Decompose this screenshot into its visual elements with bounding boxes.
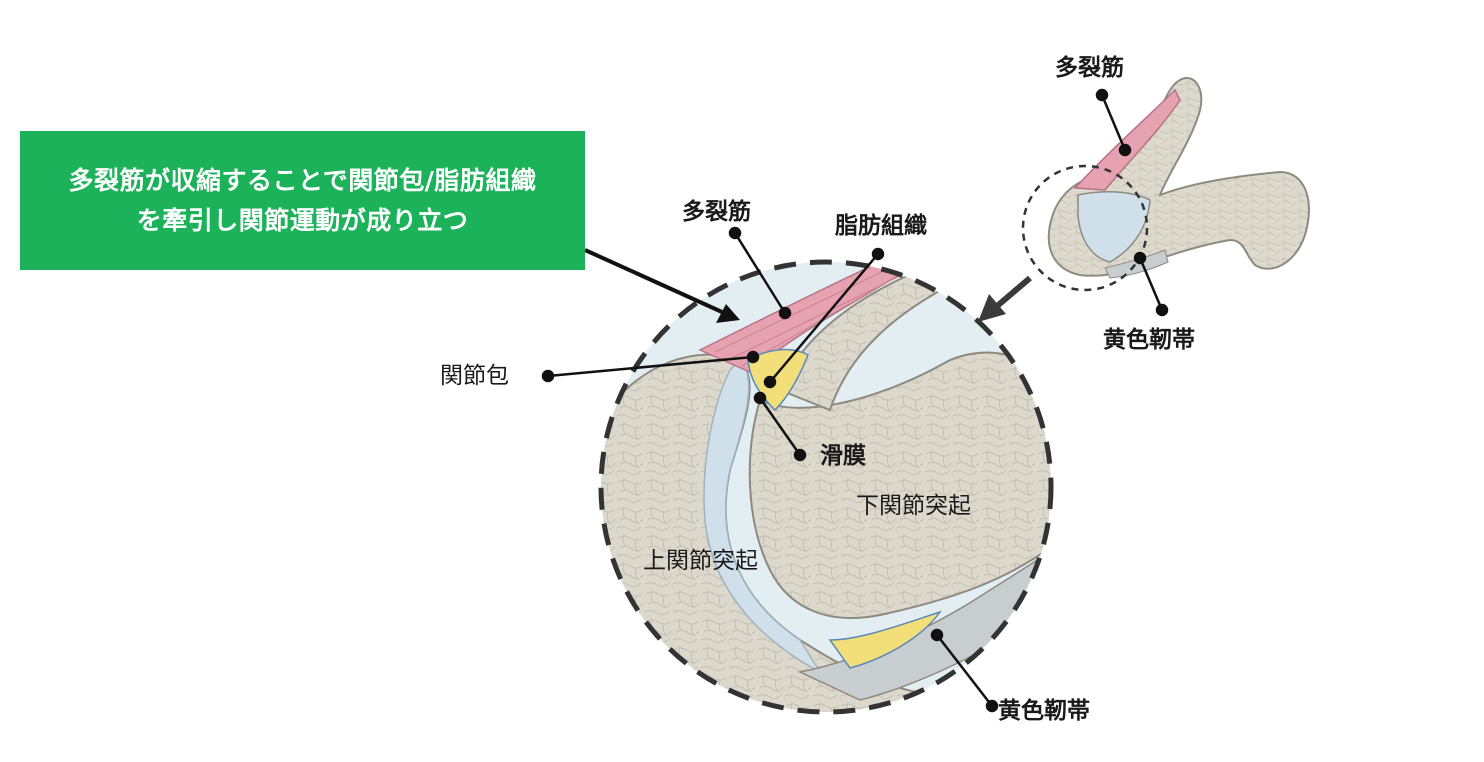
zoom-arrow <box>978 275 1032 322</box>
inset-dashed-circle <box>1021 164 1149 292</box>
label-inset-multifidus: 多裂筋 <box>1055 55 1124 81</box>
label-inferior-articular-process: 下関節突起 <box>856 493 971 519</box>
inset-multifidus-shape <box>1073 88 1181 191</box>
callout-arrow <box>584 248 740 323</box>
zoom-view <box>598 259 1054 715</box>
label-joint-capsule: 関節包 <box>440 363 509 389</box>
inset-facet-shape <box>1077 190 1151 263</box>
callout-line-1: 多裂筋が収縮することで関節包/脂肪組織 <box>68 165 537 195</box>
label-synovium: 滑膜 <box>820 443 866 469</box>
leader-lines <box>541 88 1169 713</box>
zoom-dashed-circle <box>598 259 1054 715</box>
label-ligamentum-flavum: 黄色靭帯 <box>998 698 1090 724</box>
label-superior-articular-process: 上関節突起 <box>643 548 758 574</box>
inferior-articular-process-shape <box>748 351 1051 619</box>
label-inset-ligamentum-flavum: 黄色靭帯 <box>1103 327 1195 353</box>
inset-view <box>1021 77 1310 292</box>
multifidus-muscle-shape <box>698 262 923 373</box>
lower-fat-pocket-shape <box>828 610 942 669</box>
label-fat-tissue: 脂肪組織 <box>835 213 927 239</box>
callout-line-2: を牽引し関節運動が成り立つ <box>136 205 469 235</box>
label-multifidus: 多裂筋 <box>682 199 751 225</box>
callout-box: 多裂筋が収縮することで関節包/脂肪組織 を牽引し関節運動が成り立つ <box>20 131 585 270</box>
